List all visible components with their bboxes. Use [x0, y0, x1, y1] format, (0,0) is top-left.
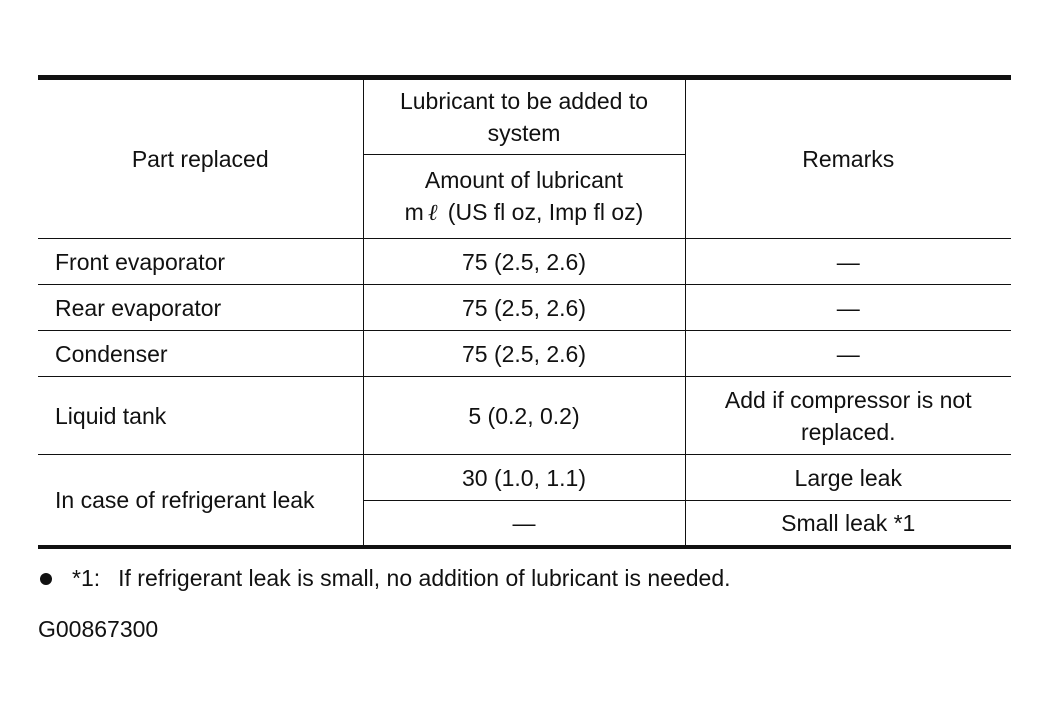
table-row: Rear evaporator 75 (2.5, 2.6) —	[38, 284, 1011, 331]
header-row: Part replaced Lubricant to be added to s…	[38, 77, 1011, 239]
header-lubricant-group: Lubricant to be added to system	[363, 77, 686, 155]
table-row: In case of refrigerant leak 30 (1.0, 1.1…	[38, 454, 1011, 547]
header-remarks: Remarks	[685, 77, 1011, 239]
header-amount-title: Amount of lubricant	[424, 167, 624, 193]
header-amount-unit-m: m	[404, 199, 424, 225]
lubricant-table: Part replaced Lubricant to be added to s…	[38, 75, 1011, 549]
lubricant-table-container: Part replaced Lubricant to be added to s…	[38, 75, 1011, 549]
amount-cell: —	[363, 500, 686, 547]
table-row: Condenser 75 (2.5, 2.6) —	[38, 330, 1011, 377]
amount-cell: 5 (0.2, 0.2)	[363, 376, 686, 455]
amount-cell: 30 (1.0, 1.1)	[363, 454, 686, 501]
header-amount-units: (US fl oz, Imp fl oz)	[447, 199, 644, 225]
part-cell: In case of refrigerant leak	[38, 454, 364, 547]
remarks-cell: —	[685, 330, 1011, 377]
footnote: *1: If refrigerant leak is small, no addi…	[38, 562, 731, 594]
figure-code: G00867300	[38, 616, 159, 642]
remarks-cell: —	[685, 238, 1011, 285]
part-cell: Rear evaporator	[38, 284, 364, 331]
part-cell: Liquid tank	[38, 376, 364, 455]
amount-cell: 75 (2.5, 2.6)	[363, 284, 686, 331]
liter-symbol: ℓ	[427, 200, 438, 226]
part-cell: Front evaporator	[38, 238, 364, 285]
footnote-text: If refrigerant leak is small, no additio…	[118, 565, 731, 591]
footnote-mark: *1:	[72, 565, 101, 591]
remarks-cell: —	[685, 284, 1011, 331]
table-row: Front evaporator 75 (2.5, 2.6) —	[38, 238, 1011, 285]
amount-cell: 75 (2.5, 2.6)	[363, 330, 686, 377]
bullet-icon	[40, 572, 52, 585]
amount-cell: 75 (2.5, 2.6)	[363, 238, 686, 285]
table-row: — Small leak *1	[38, 500, 1011, 547]
remarks-cell: Large leak	[685, 454, 1011, 501]
part-cell: Condenser	[38, 330, 364, 377]
remarks-cell: Add if compressor is not replaced.	[685, 376, 1011, 455]
remarks-cell: Small leak *1	[685, 500, 1011, 547]
table-row: Liquid tank 5 (0.2, 0.2) Add if compress…	[38, 376, 1011, 455]
header-part-replaced: Part replaced	[38, 77, 364, 239]
